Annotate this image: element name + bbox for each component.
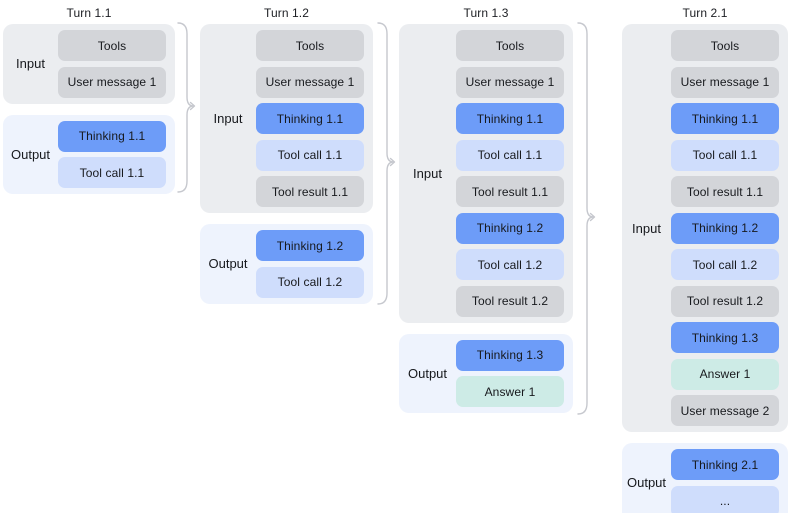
output-label: Output [208,256,248,272]
box-user-message-1: User message 1 [456,66,564,98]
box-tool-result-1-1: Tool result 1.1 [671,176,779,207]
box-thinking-1-1: Thinking 1.1 [456,103,564,134]
turn-title: Turn 1.2 [263,6,310,20]
box-tools: Tools [58,30,166,61]
turn-title: Turn 2.1 [682,6,728,20]
input-label: Input [16,56,45,72]
box-tool-result-1-1: Tool result 1.1 [256,176,364,207]
box-thinking-2-1: Thinking 2.1 [671,449,779,480]
box-tool-result-1-2: Tool result 1.2 [456,285,564,317]
output-label: Output [626,475,667,491]
turn-title: Turn 1.1 [66,6,112,20]
box-tool-call-1-2: Tool call 1.2 [456,249,564,280]
brace-arrow-right-icon [577,21,597,417]
box-tool-result-1-1: Tool result 1.1 [456,176,564,207]
input-label: Input [213,111,243,126]
box-tool-call-1-1: Tool call 1.1 [58,157,166,188]
box-thinking-1-1: Thinking 1.1 [58,120,166,152]
output-label: Output [10,146,51,162]
box-user-message-2: User message 2 [671,395,779,426]
box-thinking-1-2: Thinking 1.2 [671,212,779,244]
box-thinking-1-2: Thinking 1.2 [456,212,564,244]
box-tools: Tools [256,30,364,61]
box-answer-1: Answer 1 [671,358,779,390]
input-label: Input [632,220,661,236]
brace-arrow-right-icon [177,21,197,195]
box-tool-call-1-1: Tool call 1.1 [456,139,564,171]
box-tool-call-1-1: Tool call 1.1 [671,139,779,171]
box-ellipsis: ... [671,485,779,513]
box-thinking-1-3: Thinking 1.3 [671,322,779,353]
turn-title: Turn 1.3 [463,6,509,20]
box-tool-call-1-1: Tool call 1.1 [256,139,364,171]
box-tools: Tools [456,30,564,61]
input-label: Input [413,165,442,181]
box-tool-call-1-2: Tool call 1.2 [256,266,364,298]
box-thinking-1-2: Thinking 1.2 [256,230,364,261]
box-thinking-1-1: Thinking 1.1 [671,103,779,134]
box-tool-result-1-2: Tool result 1.2 [671,285,779,317]
box-user-message-1: User message 1 [671,66,779,98]
box-thinking-1-3: Thinking 1.3 [456,339,564,371]
brace-arrow-right-icon [377,21,397,307]
box-tools: Tools [671,30,779,61]
box-user-message-1: User message 1 [256,66,364,98]
output-label: Output [407,365,448,381]
box-user-message-1: User message 1 [58,66,166,98]
box-thinking-1-1: Thinking 1.1 [256,103,364,134]
box-answer-1: Answer 1 [456,376,564,407]
box-tool-call-1-2: Tool call 1.2 [671,249,779,280]
